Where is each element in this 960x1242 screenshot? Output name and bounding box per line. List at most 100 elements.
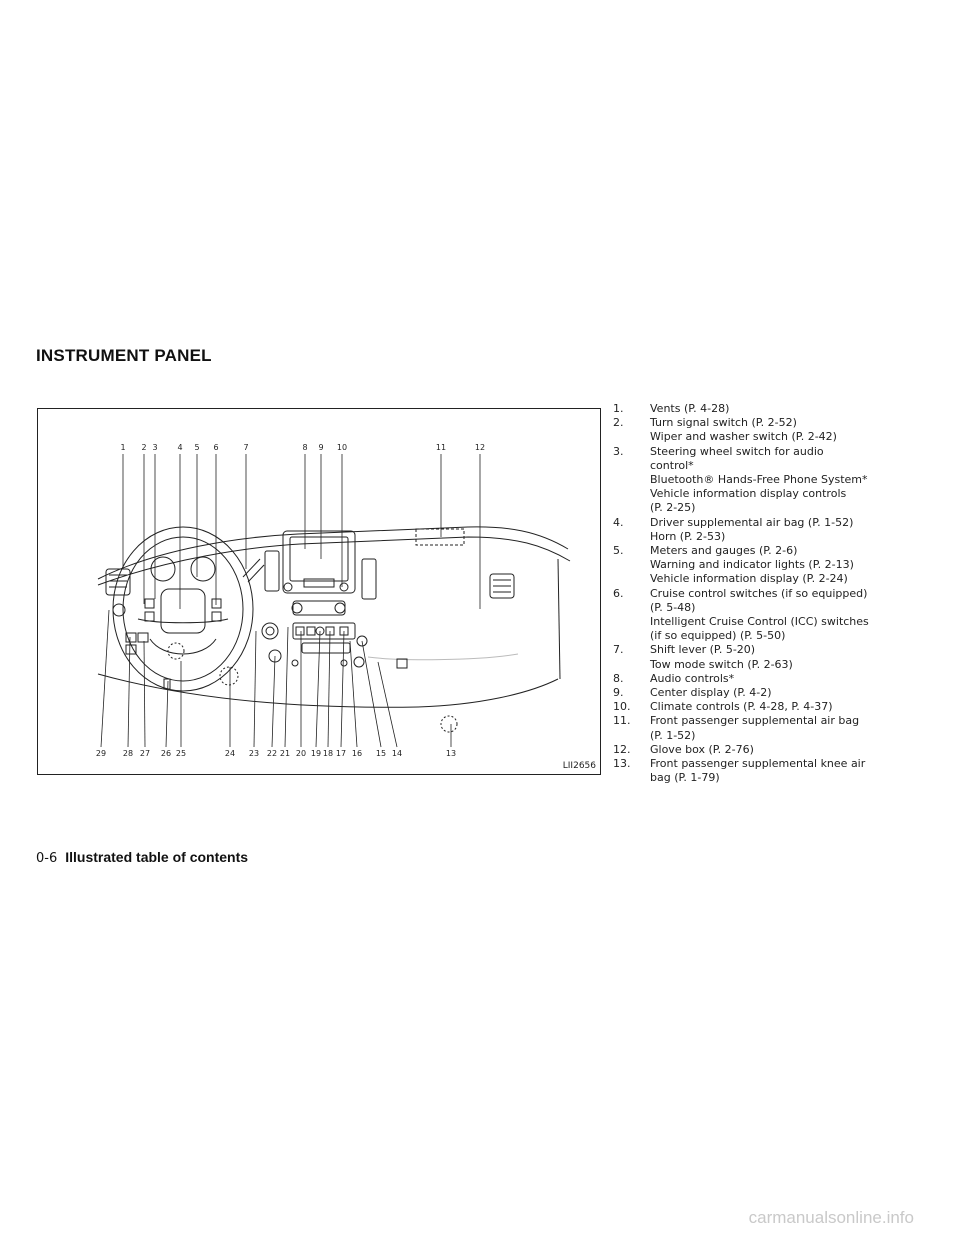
callout-label: 19 [311,749,321,758]
item-line: Glove box (P. 2-76) [650,742,754,756]
list-item: 10. Climate controls (P. 4-28, P. 4-37) [613,700,913,714]
callout-label: 2 [141,443,146,452]
item-number: 2. [613,416,624,430]
callout-label: 20 [296,749,306,758]
item-line: Warning and indicator lights (P. 2-13) [650,558,854,572]
leader-line [340,630,345,748]
callout-label: 22 [267,749,277,758]
figure-code: LII2656 [562,761,596,771]
item-number: 6. [613,586,624,600]
callout-label: 26 [161,749,171,758]
callout-label: 4 [177,443,182,452]
leader-line [143,640,146,748]
item-line: Driver supplemental air bag (P. 1-52) [650,515,854,529]
item-number: 9. [613,686,624,700]
item-line: Horn (P. 2-53) [650,529,726,543]
item-line: Audio controls* [650,671,735,685]
item-number: 10. [613,700,631,714]
leader-line [165,680,169,748]
leader-line [349,640,358,748]
footer-title: Illustrated table of contents [65,849,249,865]
callout-label: 11 [436,443,446,452]
callout-label: 5 [194,443,199,452]
callout-label: 29 [96,749,106,758]
section-title: INSTRUMENT PANEL [36,346,212,365]
callout-label: 24 [225,749,235,758]
item-line: Intelligent Cruise Control (ICC) switche… [650,615,869,629]
leader-line [327,630,331,748]
callout-label: 28 [123,749,133,758]
callout-label: 6 [213,443,218,452]
list-item: 11. Front passenger supplemental air bag(… [613,714,913,742]
callout-label: 9 [318,443,323,452]
leader-line [284,626,289,748]
callout-label: 14 [392,749,402,758]
item-line: (P. 5-48) [650,600,696,614]
item-number: 7. [613,643,624,657]
callout-label: 15 [376,749,386,758]
list-item: 7. Shift lever (P. 5-20)Tow mode switch (… [613,643,913,671]
item-line: Bluetooth® Hands-Free Phone System* [650,473,868,487]
item-line: Climate controls (P. 4-28, P. 4-37) [650,700,833,714]
list-item: 8.Audio controls* [613,672,913,686]
item-number: 4. [613,515,624,529]
watermark: carmanualsonline.info [748,1208,914,1227]
item-number: 3. [613,444,624,458]
item-line: (P. 2-25) [650,501,696,515]
page-footer: 0-6 Illustrated table of contents [36,849,248,866]
item-line: Turn signal switch (P. 2-52) [650,416,797,430]
item-line: Meters and gauges (P. 2-6) [650,544,798,558]
item-line: bag (P. 1-79) [650,771,720,785]
leader-line [377,661,398,748]
callout-label: 25 [176,749,186,758]
callout-label: 3 [152,443,157,452]
callout-label: 18 [323,749,333,758]
item-line: Front passenger supplemental knee air [650,757,866,771]
item-line: Front passenger supplemental air bag [650,714,860,728]
list-item: 4. Driver supplemental air bag (P. 1-52)H… [613,516,913,544]
list-item: 9. Center display (P. 4-2) [613,686,913,700]
item-number: 11. [613,714,631,728]
callout-label: 10 [337,443,347,452]
callout-label: 16 [352,749,362,758]
callout-label: 12 [475,443,485,452]
callout-label: 8 [302,443,307,452]
callout-label: 13 [446,749,456,758]
item-line: (P. 1-52) [650,728,696,742]
leader-line [271,655,276,748]
item-line: Steering wheel switch for audio [650,444,824,458]
callout-label: 27 [140,749,150,758]
callout-label: 1 [120,443,125,452]
item-line: Center display (P. 4-2) [650,686,772,700]
leader-line [361,640,382,748]
list-item: 5. Meters and gauges (P. 2-6)Warning and … [613,544,913,587]
item-line: Cruise control switches (if so equipped) [650,586,868,600]
item-number: 13. [613,757,631,771]
item-line: Vehicle information display (P. 2-24) [650,572,848,586]
callout-label: 23 [249,749,259,758]
page-number: 0-6 [36,851,58,866]
item-line: control* [650,458,694,472]
list-item: 13. Front passenger supplemental knee air… [613,757,913,785]
item-line: Tow mode switch (P. 2-63) [650,657,793,671]
leader-line [100,609,110,748]
item-list: 1. Vents (P. 4-28) 2. Turn signal switch (P… [613,402,913,785]
callout-label: 7 [243,443,248,452]
item-line: Wiper and washer switch (P. 2-42) [650,430,837,444]
item-number: 12. [613,742,631,756]
callout-label: 17 [336,749,346,758]
list-item: 1. Vents (P. 4-28) [613,402,913,416]
leader-line [253,630,257,748]
leader-line [315,630,321,748]
item-number: 1. [613,402,624,415]
callout-label: 21 [280,749,290,758]
item-line: (if so equipped) (P. 5-50) [650,629,786,643]
item-line: Vehicle information display controls [650,487,847,501]
item-line: Shift lever (P. 5-20) [650,643,756,657]
item-number: 5. [613,544,624,558]
list-item: 2. Turn signal switch (P. 2-52)Wiper and … [613,416,913,444]
item-line: Vents (P. 4-28) [650,402,730,415]
